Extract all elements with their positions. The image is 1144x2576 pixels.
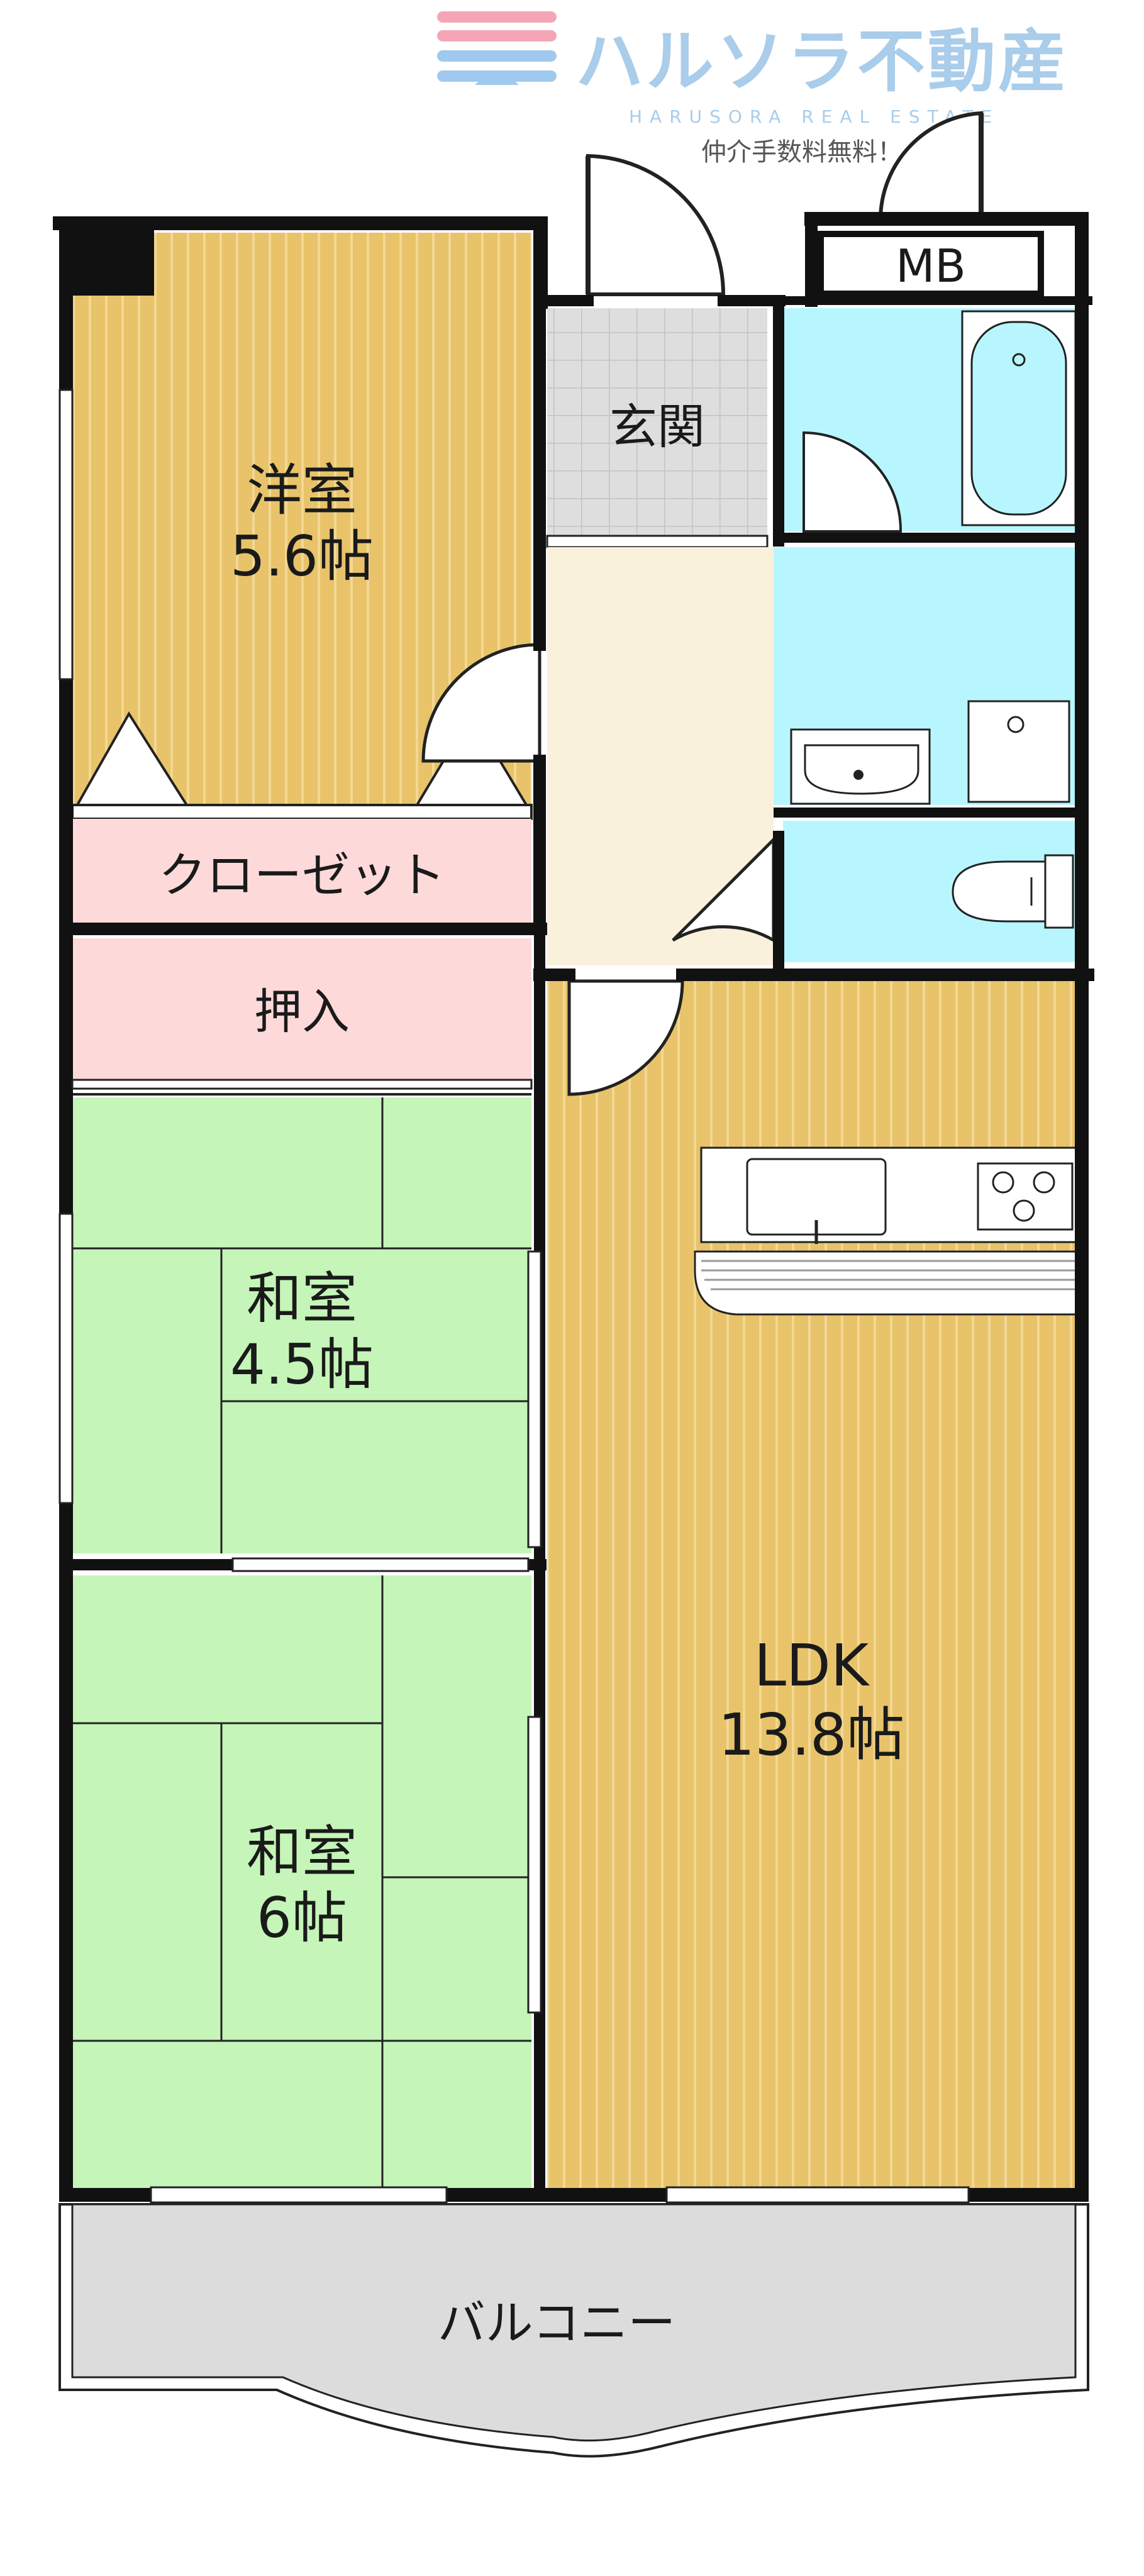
ldk-name: LDK	[754, 1632, 870, 1699]
windows	[58, 389, 970, 2204]
ldk-size: 13.8帖	[718, 1701, 905, 1768]
brand-name: ハルソラ不動産	[575, 23, 1069, 101]
stove-icon	[977, 1162, 1074, 1231]
washroom-door	[672, 835, 775, 943]
genkan-name: 玄関	[609, 399, 705, 455]
room-washitsu-45	[72, 1097, 531, 1553]
yoshitsu-size: 5.6帖	[230, 524, 374, 589]
entrance-door	[586, 153, 726, 296]
ldk-door	[567, 979, 684, 1096]
balcony-name: バルコニー	[438, 2295, 675, 2351]
toilet-icon	[952, 854, 1074, 929]
balcony	[58, 2203, 1089, 2458]
kitchen-counter	[694, 1146, 1080, 1316]
room-oshiire	[72, 938, 531, 1083]
mb-box: MB	[818, 231, 1044, 297]
washitsu-6-size: 6帖	[257, 1885, 347, 1950]
washing-machine-icon	[967, 700, 1070, 803]
brand-logo: ハルソラ不動産 HARUSORA REAL ESTATE 仲介手数料無料！	[437, 11, 1069, 167]
bathtub-icon	[961, 310, 1077, 526]
washitsu-45-size: 4.5帖	[230, 1332, 374, 1397]
mb-door	[878, 111, 984, 221]
mb-name: MB	[896, 240, 966, 292]
brand-name-en: HARUSORA REAL ESTATE	[629, 106, 999, 127]
closet-name: クローゼット	[158, 847, 445, 903]
room-genkan	[547, 308, 767, 538]
room-closet	[72, 819, 531, 923]
bath-door	[802, 431, 902, 533]
room-labels: 洋室 5.6帖 クローゼット 押入 和室 4.5帖 和室 6帖 玄関 MB LD…	[158, 231, 1044, 2351]
oshiire-name: 押入	[254, 984, 350, 1040]
washitsu-45-name: 和室	[247, 1266, 357, 1331]
room-washitsu-6	[72, 1575, 531, 2189]
logo-mark-icon	[437, 11, 557, 85]
washitsu-6-name: 和室	[247, 1819, 357, 1884]
yoshitsu-name: 洋室	[247, 458, 357, 523]
washbasin-icon	[790, 728, 931, 805]
brand-tagline: 仲介手数料無料！	[701, 138, 902, 167]
